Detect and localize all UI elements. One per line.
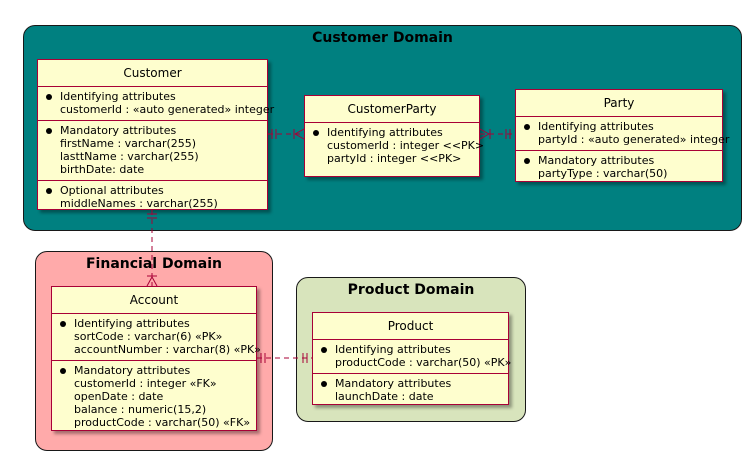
section-heading-text: Identifying attributes: [538, 120, 654, 133]
bullet-icon: [46, 93, 52, 100]
attribute-row: launchDate : date: [335, 390, 434, 403]
section-heading: Mandatory attributes: [319, 377, 502, 390]
attribute-row: balance : numeric(15,2): [74, 403, 207, 416]
section-heading: Identifying attributes: [319, 343, 502, 356]
section-heading-text: Identifying attributes: [60, 90, 176, 103]
bullet-icon: [524, 157, 530, 164]
relation-customer-account: [146, 210, 158, 287]
bullet-icon: [60, 367, 66, 374]
section-heading-text: Mandatory attributes: [74, 364, 191, 377]
relation-customer-customerparty: [268, 128, 305, 140]
attribute-row: sortCode : varchar(6) «PK»: [74, 330, 223, 343]
bullet-icon: [46, 127, 52, 134]
attribute-row: productCode : varchar(50) «PK»: [335, 356, 512, 369]
attribute-row: openDate : date: [74, 390, 164, 403]
section-heading: Mandatory attributes: [58, 364, 250, 377]
section-heading-text: Mandatory attributes: [60, 124, 177, 137]
relation-customerparty-party: [479, 128, 515, 140]
entity-title: Product: [313, 313, 508, 340]
entity-title: Customer: [38, 60, 267, 87]
bullet-icon: [313, 129, 319, 136]
entity-title: Party: [516, 90, 722, 117]
section-heading: Identifying attributes: [311, 126, 473, 139]
section-heading-text: Optional attributes: [60, 184, 164, 197]
section-heading-text: Identifying attributes: [327, 126, 443, 139]
entity-title: Account: [52, 287, 256, 314]
section-heading: Identifying attributes: [44, 90, 261, 103]
attribute-row: partyId : integer <<PK>: [327, 152, 462, 165]
customer-domain-title: Customer Domain: [312, 30, 453, 46]
attribute-row: customerId : integer <<PK>: [327, 139, 485, 152]
financial-domain-title: Financial Domain: [85, 256, 222, 272]
attribute-row: lasttName : varchar(255): [60, 150, 199, 163]
relation-account-product: [257, 353, 312, 363]
attribute-row: birthDate: date: [60, 163, 145, 176]
section-heading-text: Mandatory attributes: [538, 154, 655, 167]
section-heading: Mandatory attributes: [522, 154, 716, 167]
entity-title: CustomerParty: [305, 96, 479, 123]
section-heading-text: Identifying attributes: [335, 343, 451, 356]
attribute-row: partyId : «auto generated» integer: [538, 133, 730, 146]
section-heading: Identifying attributes: [522, 120, 716, 133]
section-heading: Identifying attributes: [58, 317, 250, 330]
attribute-row: customerId : «auto generated» integer: [60, 103, 275, 116]
bullet-icon: [321, 380, 327, 387]
product-domain-title: Product Domain: [347, 282, 475, 298]
section-heading-text: Identifying attributes: [74, 317, 190, 330]
attribute-row: customerId : integer «FK»: [74, 377, 217, 390]
bullet-icon: [46, 187, 52, 194]
section-heading: Mandatory attributes: [44, 124, 261, 137]
bullet-icon: [321, 346, 327, 353]
attribute-row: middleNames : varchar(255): [60, 197, 218, 210]
section-heading: Optional attributes: [44, 184, 261, 197]
attribute-row: accountNumber : varchar(8) «PK»: [74, 343, 261, 356]
section-heading-text: Mandatory attributes: [335, 377, 452, 390]
bullet-icon: [524, 123, 530, 130]
bullet-icon: [60, 320, 66, 327]
attribute-row: partyType : varchar(50): [538, 167, 668, 180]
attribute-row: productCode : varchar(50) «FK»: [74, 416, 251, 429]
attribute-row: firstName : varchar(255): [60, 137, 197, 150]
